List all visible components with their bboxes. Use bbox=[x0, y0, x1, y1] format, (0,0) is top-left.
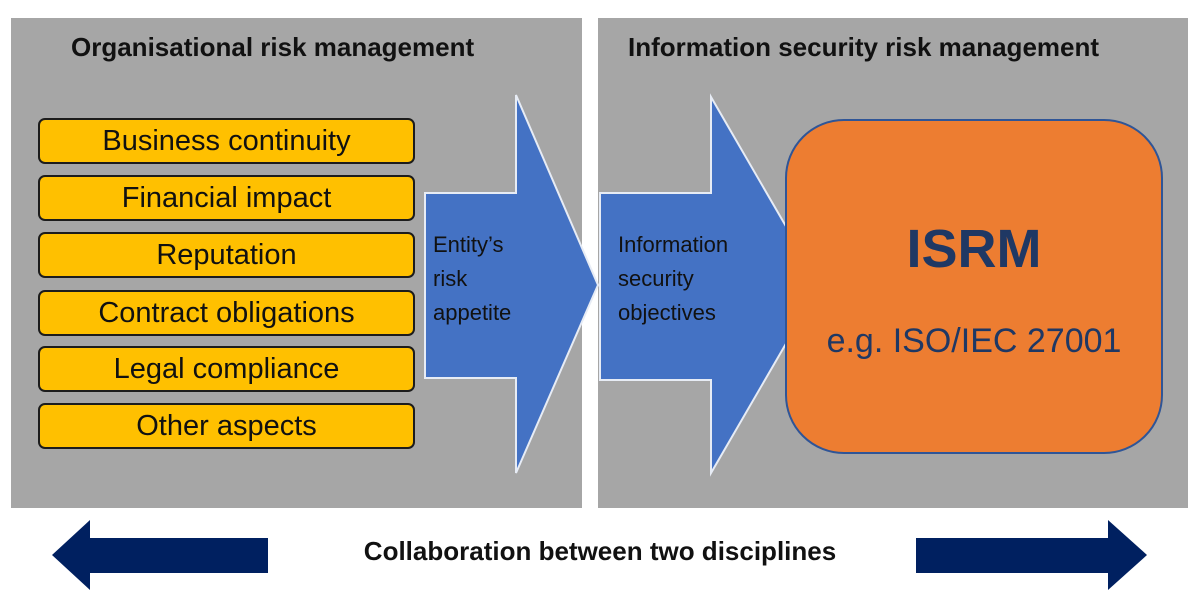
security-objectives-label: Information security objectives bbox=[618, 228, 728, 330]
security-objectives-arrow bbox=[599, 93, 822, 477]
isrm-box bbox=[785, 119, 1163, 454]
risk-appetite-line-2: risk bbox=[433, 266, 468, 291]
risk-appetite-label: Entity’s risk appetite bbox=[433, 228, 511, 330]
risk-item-reputation: Reputation bbox=[38, 232, 415, 278]
security-objectives-line-1: Information bbox=[618, 232, 729, 257]
risk-appetite-arrow bbox=[424, 94, 600, 474]
collaboration-left-arrow bbox=[52, 520, 268, 590]
isrm-title: ISRM bbox=[906, 219, 1042, 279]
security-objectives-line-2: security bbox=[618, 266, 694, 291]
risk-item-other-aspects: Other aspects bbox=[38, 403, 415, 449]
risk-item-financial-impact: Financial impact bbox=[38, 175, 415, 221]
risk-item-business-continuity: Business continuity bbox=[38, 118, 415, 164]
security-objectives-line-3: objectives bbox=[618, 300, 716, 325]
risk-item-legal-compliance: Legal compliance bbox=[38, 346, 415, 392]
risk-item-contract-obligations: Contract obligations bbox=[38, 290, 415, 336]
information-security-risk-title: Information security risk management bbox=[628, 32, 1100, 62]
collaboration-right-arrow bbox=[916, 520, 1147, 590]
risk-appetite-line-3: appetite bbox=[433, 300, 512, 325]
risk-appetite-line-1: Entity’s bbox=[433, 232, 504, 257]
organisational-risk-title: Organisational risk management bbox=[71, 32, 475, 62]
collaboration-text: Collaboration between two disciplines bbox=[363, 536, 837, 566]
isrm-subtitle: e.g. ISO/IEC 27001 bbox=[826, 322, 1122, 360]
